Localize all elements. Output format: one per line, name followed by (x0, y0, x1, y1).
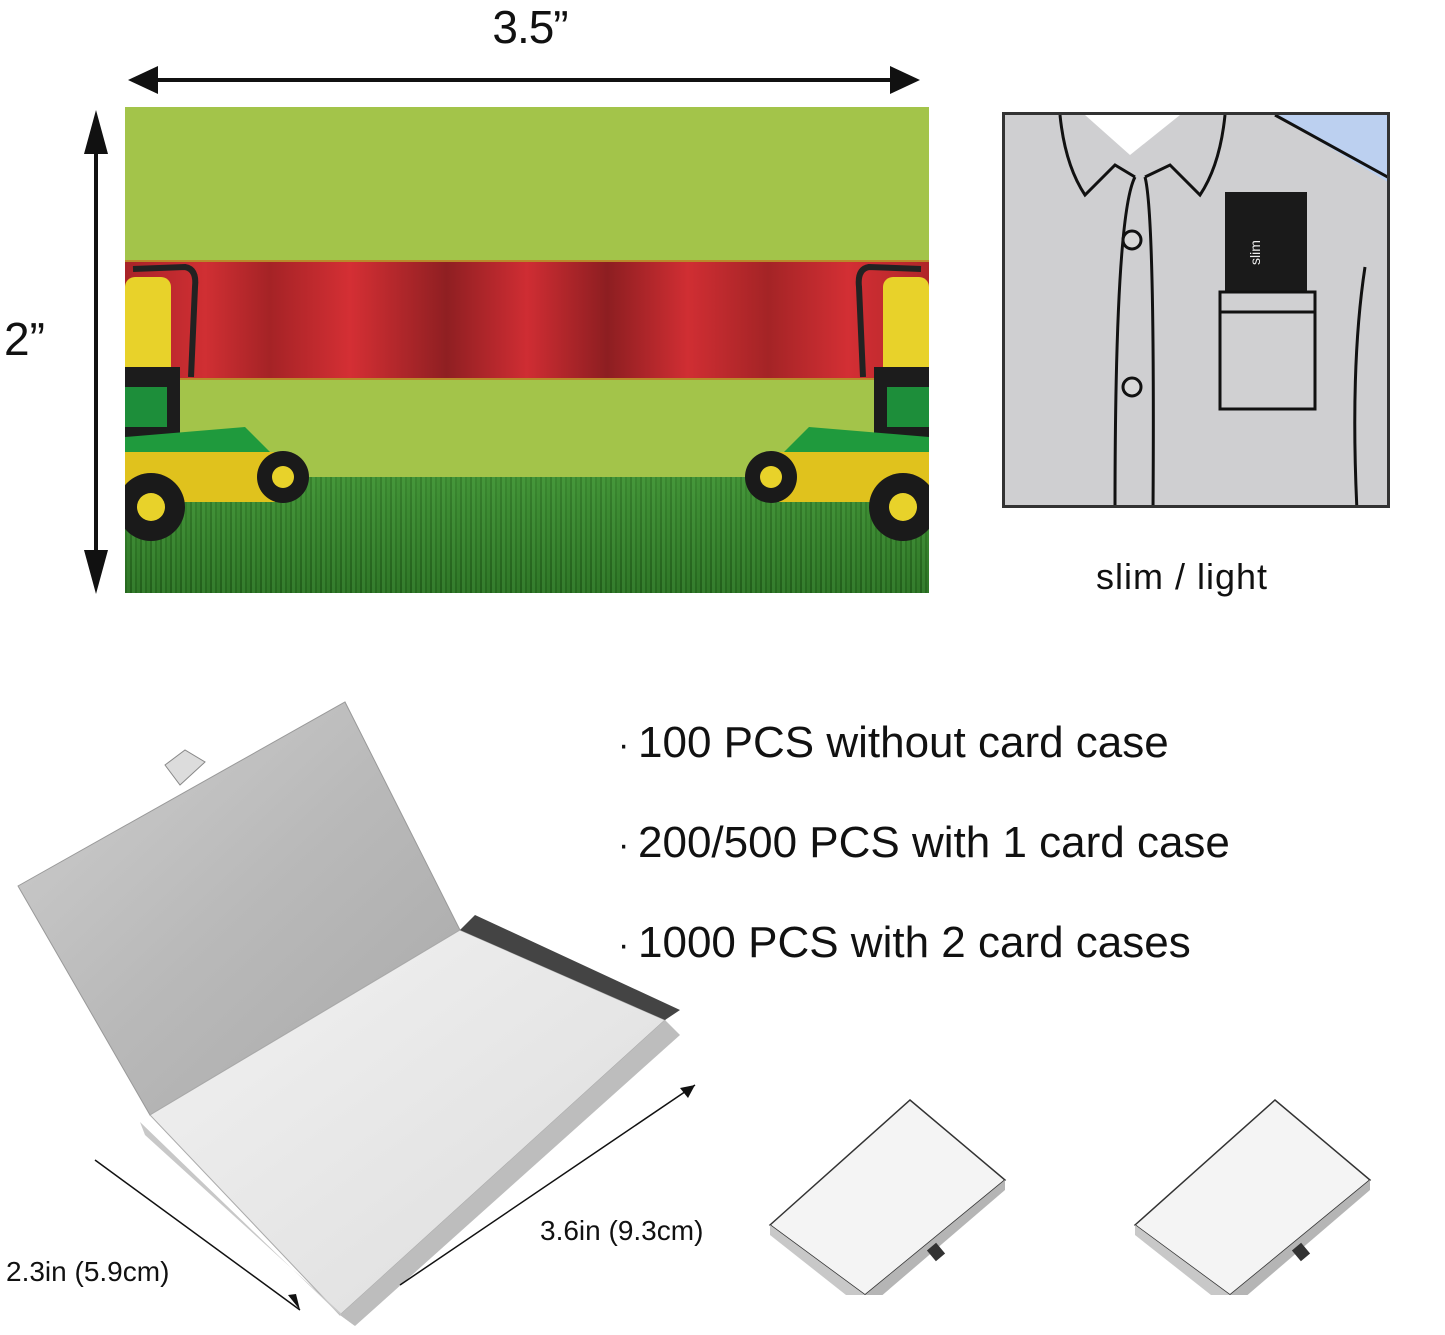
slim-light-caption: slim / light (1095, 556, 1269, 597)
feature-item: ·100 PCS without card case (618, 694, 1230, 794)
card-height-label: 2” (4, 313, 45, 365)
bullet: · (618, 925, 630, 964)
feature-item: ·200/500 PCS with 1 card case (618, 794, 1230, 894)
closed-card-case-image (1133, 1099, 1372, 1295)
lawn-mower-icon (745, 263, 929, 541)
bullet: · (618, 725, 630, 764)
case-length-label: 3.6in (9.3cm) (540, 1215, 704, 1246)
closed-card-case-image (768, 1099, 1007, 1295)
width-arrow-icon (128, 66, 920, 94)
business-card-preview (125, 107, 929, 593)
case-width-label: 2.3in (5.9cm) (6, 1256, 170, 1287)
open-card-case-image (17, 701, 696, 1326)
bullet: · (618, 825, 630, 864)
shirt-icon: slim (1058, 115, 1387, 505)
pocket-card-text: slim (1247, 240, 1263, 265)
shirt-pocket-illustration: slim (1002, 112, 1390, 508)
lawn-mower-icon (125, 263, 309, 541)
height-arrow-icon (84, 110, 108, 594)
red-banner (125, 260, 929, 380)
feature-list: ·100 PCS without card case ·200/500 PCS … (618, 694, 1230, 994)
card-width-label: 3.5” (492, 1, 568, 53)
feature-item: ·1000 PCS with 2 card cases (618, 894, 1230, 994)
